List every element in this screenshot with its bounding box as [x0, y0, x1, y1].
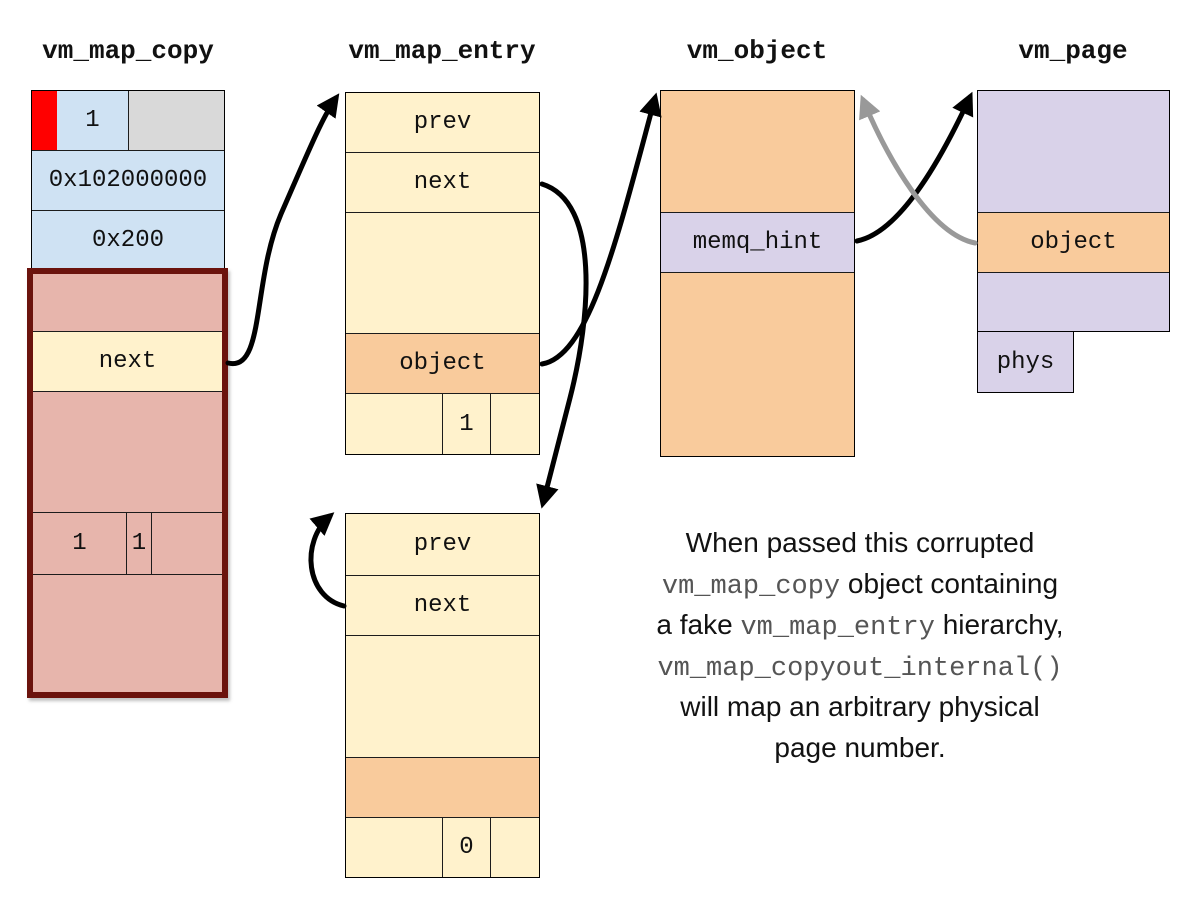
- entry2-bits-pad-cell: [346, 818, 443, 877]
- vm-map-entry-top-box: prev next object 1: [345, 92, 540, 455]
- vm-page-box: object: [977, 90, 1170, 332]
- title-vm-object: vm_object: [686, 36, 828, 66]
- vm-object-box: memq_hint: [660, 90, 855, 457]
- caption-line: When passed this corrupted: [585, 524, 1135, 565]
- entry-wired-cell: 1: [443, 394, 491, 454]
- copy-offset-cell: 0x102000000: [32, 151, 224, 211]
- entry-next-row: next: [346, 153, 539, 213]
- fake-entry-bits-row: 1 1: [33, 513, 222, 575]
- title-vm-page: vm_page: [1018, 36, 1128, 66]
- object-top-row: [661, 91, 854, 213]
- page-object-row: object: [978, 213, 1169, 273]
- caption-code-segment: vm_map_copyout_internal(): [657, 654, 1063, 684]
- entry2-bits-pad2-cell: [491, 818, 539, 877]
- arrow-fake-entry-self-loop: [308, 512, 347, 609]
- caption-text-segment: a fake: [656, 609, 741, 640]
- page-spacer-row: [978, 273, 1169, 331]
- caption-text-segment: will map an arbitrary physical: [680, 691, 1040, 722]
- object-bottom-row: [661, 273, 854, 456]
- entry-bits-pad2-cell: [491, 394, 539, 454]
- fake-entry-tail-row: [33, 575, 222, 692]
- fake-entry-next-row: next: [33, 332, 222, 392]
- arrow-copy-next-to-entry: [225, 93, 340, 367]
- entry2-spacer-row: [346, 636, 539, 758]
- entry-object-row: object: [346, 334, 539, 394]
- entry2-bits-row: 0: [346, 818, 539, 877]
- entry-bits-row: 1: [346, 394, 539, 454]
- caption-code-segment: vm_map_entry: [740, 613, 935, 643]
- caption-line: will map an arbitrary physical: [585, 688, 1135, 729]
- entry2-object-row: [346, 758, 539, 818]
- arrow-memq-hint-to-vm-page: [854, 91, 974, 244]
- title-vm-map-entry: vm_map_entry: [348, 36, 536, 66]
- arrow-entry-next-to-fake-entry: [536, 181, 589, 509]
- title-vm-map-copy: vm_map_copy: [42, 36, 214, 66]
- arrow-entry-object-to-vm-object: [539, 92, 662, 367]
- caption-text-segment: hierarchy,: [934, 609, 1064, 640]
- copy-padding-cell: [129, 91, 224, 150]
- entry2-wired-cell: 0: [443, 818, 491, 877]
- vm-map-entry-bottom-box: prev next 0: [345, 513, 540, 878]
- caption-text-segment: When passed this corrupted: [685, 527, 1035, 558]
- caption-text-segment: object containing: [840, 568, 1059, 599]
- entry-prev-row: prev: [346, 93, 539, 153]
- entry2-prev-row: prev: [346, 514, 539, 576]
- entry-bits-pad-cell: [346, 394, 443, 454]
- entry-spacer-row: [346, 213, 539, 334]
- caption-line: page number.: [585, 729, 1135, 770]
- copy-size-cell: 0x200: [32, 211, 224, 270]
- fake-entry-prev-row: [33, 274, 222, 332]
- fake-entry-bit1-cell: 1: [33, 513, 127, 574]
- entry2-next-row: next: [346, 576, 539, 636]
- fake-entry-bits-pad-cell: [152, 513, 222, 574]
- caption-line: vm_map_copyout_internal(): [585, 647, 1135, 688]
- corrupted-byte-cell: [32, 91, 57, 150]
- fake-entry-bit2-cell: 1: [127, 513, 152, 574]
- caption: When passed this corrupted vm_map_copy o…: [585, 524, 1135, 770]
- copy-flags-row: 1: [32, 91, 224, 151]
- caption-line: a fake vm_map_entry hierarchy,: [585, 606, 1135, 647]
- object-memq-hint-row: memq_hint: [661, 213, 854, 273]
- copy-type-cell: 1: [57, 91, 129, 150]
- page-top-row: [978, 91, 1169, 213]
- arrow-page-object-to-vm-object: [859, 94, 978, 246]
- page-phys-cell: phys: [977, 331, 1074, 393]
- fake-entry-spacer-row: [33, 392, 222, 513]
- caption-line: vm_map_copy object containing: [585, 565, 1135, 606]
- caption-text-segment: page number.: [774, 732, 946, 763]
- vm-map-copy-box: 1 0x102000000 0x200: [31, 90, 225, 271]
- fake-vm-map-entry-section: next 1 1: [27, 268, 228, 698]
- caption-code-segment: vm_map_copy: [661, 572, 841, 602]
